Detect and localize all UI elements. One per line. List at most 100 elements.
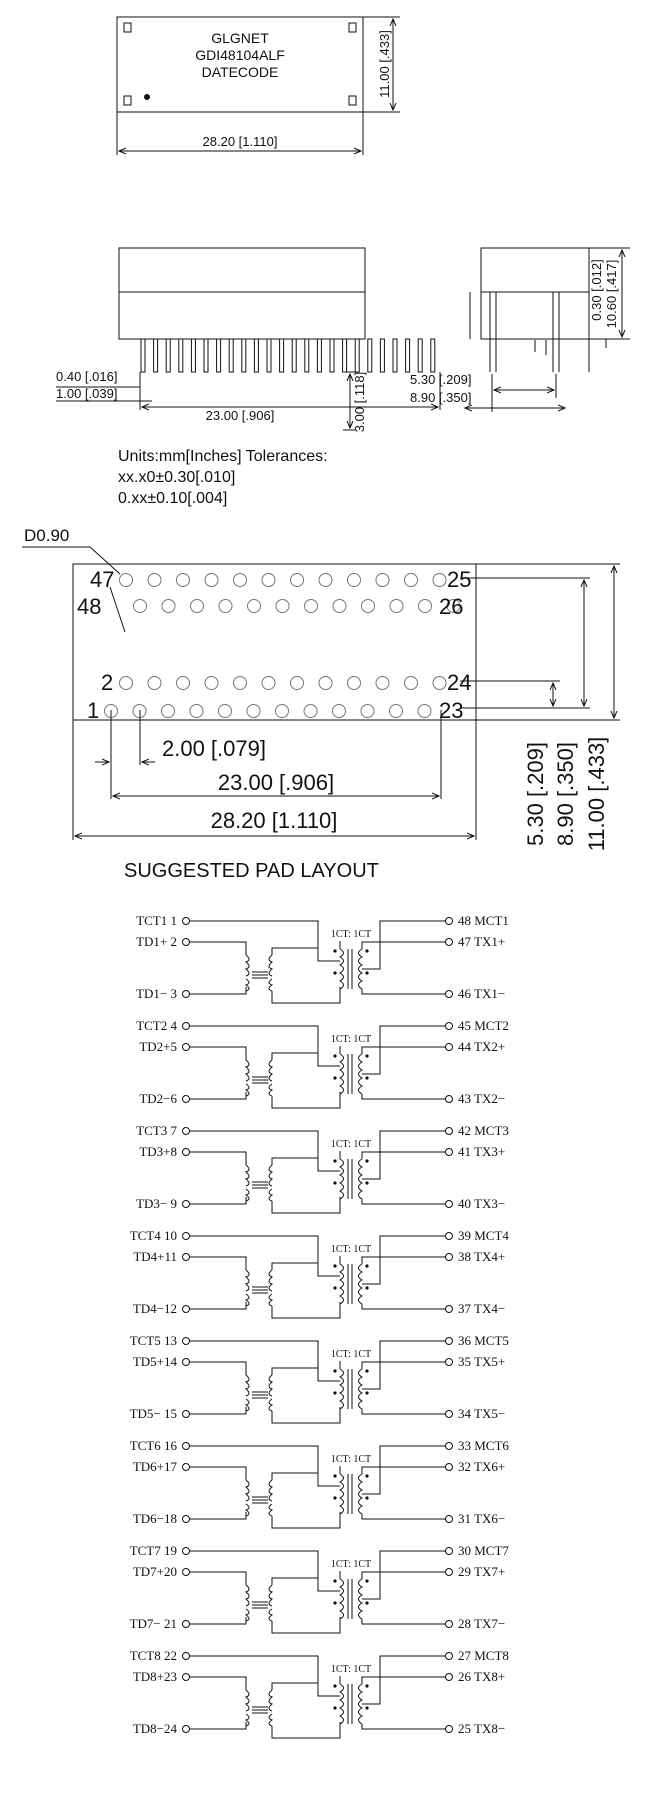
turns-ratio-label: 1CT: 1CT (331, 1244, 371, 1255)
pin-label-left: TD4−12 (133, 1301, 177, 1316)
pad-hole (204, 573, 219, 587)
transformer-primary (338, 948, 344, 990)
pad-width-dim: 28.20 [1.110] (211, 808, 338, 833)
polarity-dot (333, 971, 337, 975)
pad-hole (247, 599, 261, 613)
pad-label-48: 48 (77, 594, 101, 619)
top-view (116, 16, 400, 155)
pin-label-left: TD1+ 2 (136, 934, 177, 949)
choke-coil (244, 1164, 250, 1187)
pad-hole-diameter: D0.90 (24, 526, 69, 545)
pad-hole (347, 676, 361, 690)
wire (190, 1235, 340, 1277)
choke-coil (244, 1269, 250, 1292)
terminal-circle (445, 1253, 453, 1261)
side-view-pin (291, 338, 297, 373)
transformer-primary (338, 1473, 344, 1515)
terminal-circle (445, 1305, 453, 1313)
side-pin-length: 3.00 [.118] (352, 372, 367, 432)
terminal-circle (445, 1200, 453, 1208)
choke-coil (268, 1374, 274, 1397)
terminal-circle (182, 1200, 190, 1208)
wire (362, 1235, 445, 1285)
pad-layout (22, 546, 620, 840)
terminal-circle (182, 1673, 190, 1681)
pin-label-left: TD6+17 (133, 1459, 178, 1474)
polarity-dot (365, 1181, 369, 1185)
wire (190, 920, 340, 962)
units-line3: 0.xx±0.10[.004] (118, 490, 228, 507)
terminal-circle (445, 1515, 453, 1523)
pad-hole (204, 676, 219, 690)
choke-coil (244, 1188, 250, 1202)
side-pin-pitch: 1.00 [.039] (56, 386, 117, 401)
terminal-circle (182, 1043, 190, 1051)
terminal-circle (182, 1305, 190, 1313)
wire (271, 1302, 341, 1319)
pad-hole (261, 573, 276, 587)
pin-label-left: TCT7 19 (130, 1543, 177, 1558)
pin-label-left: TD5+14 (133, 1354, 178, 1369)
wire (362, 1130, 445, 1180)
wire (190, 1655, 340, 1697)
schematic-channel (182, 1652, 453, 1739)
wire (271, 1722, 341, 1739)
transformer-primary (338, 1053, 344, 1095)
wire (190, 1256, 247, 1270)
wire (361, 1151, 445, 1159)
top-height-dim: 11.00 [.433] (377, 30, 392, 98)
polarity-dot (333, 1369, 337, 1373)
terminal-circle (182, 1358, 190, 1366)
turns-ratio-label: 1CT: 1CT (331, 1559, 371, 1570)
pad-hole (133, 599, 147, 613)
pin-label-left: TD8+23 (133, 1669, 177, 1684)
terminal-circle (182, 1652, 190, 1660)
terminal-circle (445, 1043, 453, 1051)
terminal-circle (445, 1547, 453, 1555)
wire (271, 1617, 341, 1634)
choke-coil (268, 1608, 274, 1622)
units-tolerance-note: Units:mm[Inches] Tolerances: xx.x0±0.30[… (118, 446, 328, 509)
terminal-circle (182, 1148, 190, 1156)
corner-mark (123, 22, 132, 33)
turns-ratio-label: 1CT: 1CT (331, 1454, 371, 1465)
side-view-pin (216, 338, 222, 373)
choke-coil (268, 1164, 274, 1187)
top-marking-line3: DATECODE (202, 64, 279, 80)
polarity-dot (333, 1181, 337, 1185)
wire (190, 1466, 247, 1480)
pin-label-left: TD3+8 (139, 1144, 177, 1159)
side-view-pin (417, 338, 423, 373)
side-view-pin (329, 338, 335, 373)
pad-hole (418, 599, 432, 613)
pin-label-right: 27 MCT8 (458, 1648, 509, 1663)
pad-hole (119, 573, 133, 587)
wire (271, 942, 319, 955)
terminal-circle (445, 1725, 453, 1733)
choke-coil (244, 1293, 250, 1307)
terminal-circle (445, 1673, 453, 1681)
pin-label-left: TCT8 22 (130, 1648, 177, 1663)
top-view-body (116, 16, 364, 113)
wire (271, 987, 341, 1004)
wire (271, 1362, 319, 1375)
wire (271, 1197, 341, 1214)
pad-layout-title: SUGGESTED PAD LAYOUT (124, 860, 379, 882)
pin-label-left: TD4+11 (133, 1249, 177, 1264)
terminal-circle (445, 938, 453, 946)
wire (190, 1151, 247, 1165)
pad-label-2: 2 (101, 670, 113, 695)
choke-coil (244, 1059, 250, 1082)
pad-label-24: 24 (447, 670, 471, 695)
wire (361, 1676, 445, 1684)
top-marking-line1: GLGNET (211, 30, 269, 46)
wire (361, 1094, 445, 1100)
pad-hole (389, 704, 403, 718)
pad-hole (119, 676, 133, 690)
polarity-dot (333, 1391, 337, 1395)
pad-grid (104, 573, 461, 718)
terminal-circle (182, 917, 190, 925)
pin-label-right: 29 TX7+ (458, 1564, 505, 1579)
wire (362, 920, 445, 970)
